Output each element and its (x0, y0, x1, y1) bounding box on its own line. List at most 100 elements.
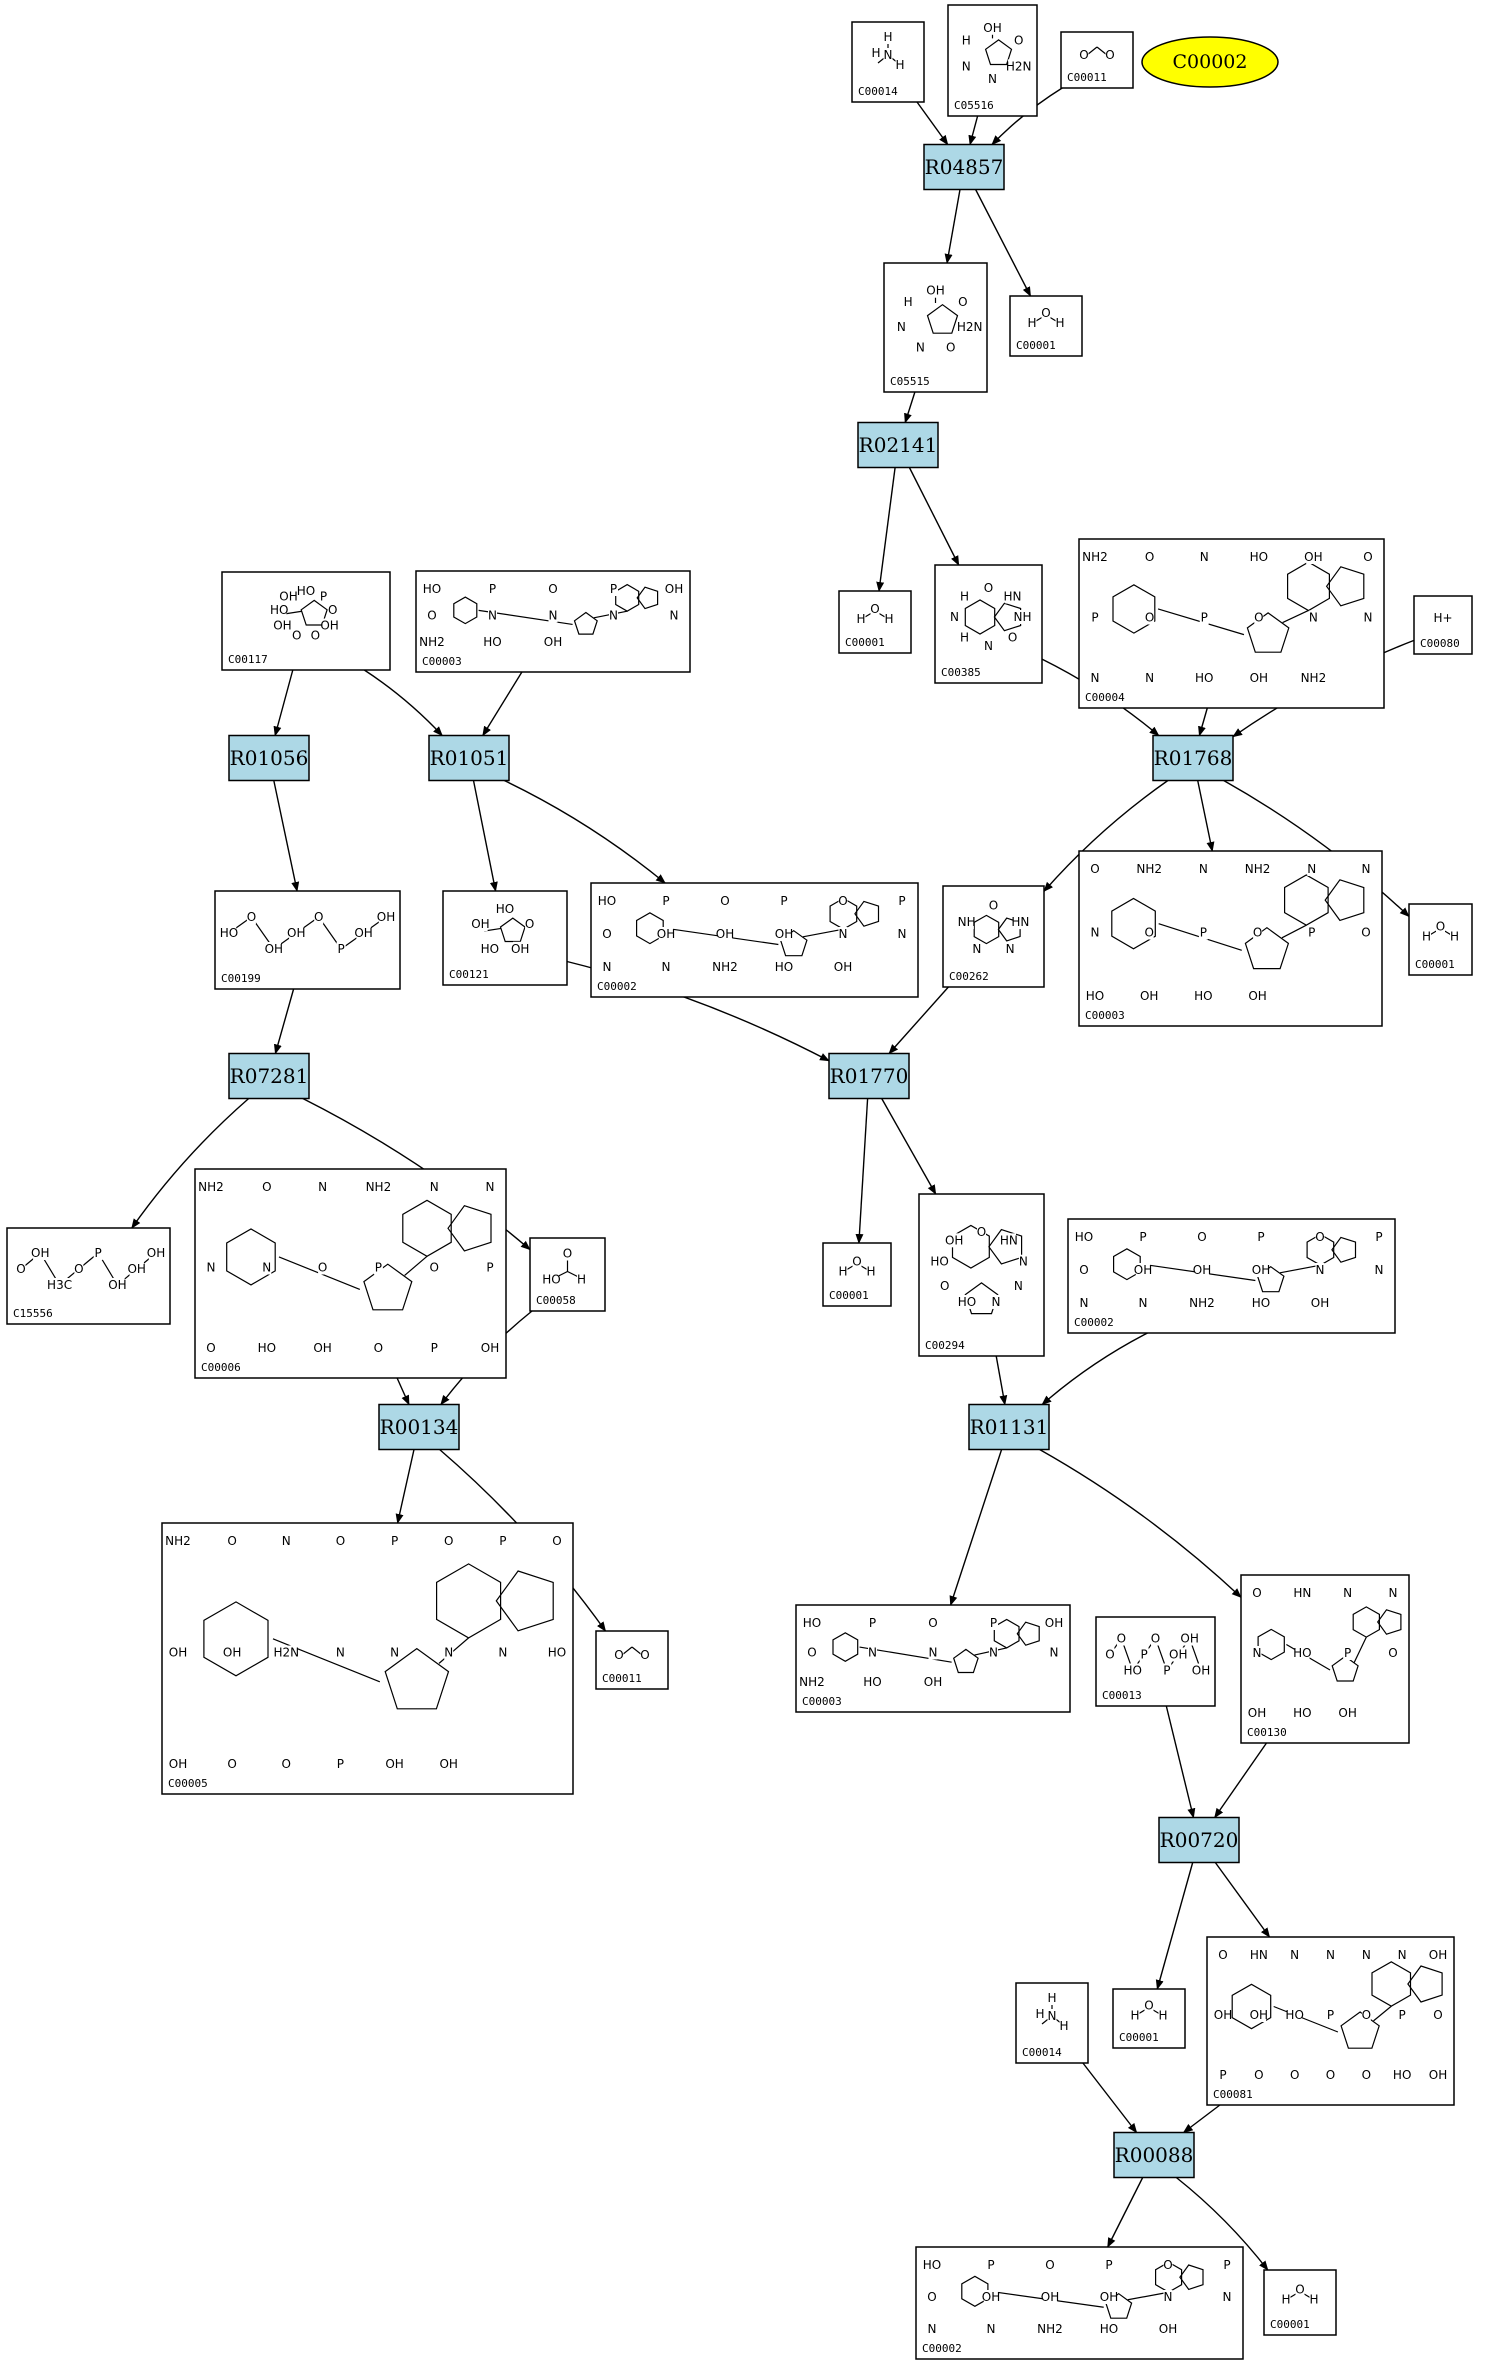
reaction-node[interactable]: R01768 (1152, 734, 1234, 782)
atom-label: N (318, 1180, 327, 1194)
atom-label: O (548, 582, 557, 596)
atom-label: P (320, 589, 327, 603)
edge-R00720-to-n_c00001e (1155, 1862, 1194, 1990)
atom-label: N (1048, 2009, 1057, 2023)
atom-label: N (928, 2322, 937, 2336)
atom-label: O (1388, 1646, 1397, 1660)
atom-label: H (1059, 2019, 1068, 2033)
atom-label: N (1091, 926, 1100, 940)
reaction-node[interactable]: R01770 (828, 1052, 910, 1100)
atom-label: OH (924, 1675, 942, 1689)
reaction-node[interactable]: R00720 (1158, 1816, 1240, 1864)
compound-id-label: C00014 (858, 85, 898, 98)
atom-label: P (869, 1616, 876, 1630)
atom-label: N (1006, 942, 1015, 956)
compound-id-label: C00005 (168, 1777, 208, 1790)
atom-label: H (1035, 2007, 1044, 2021)
atom-label: N (950, 610, 959, 624)
atom-label: P (1399, 2008, 1406, 2022)
atom-label: O (989, 899, 998, 913)
atom-label: N (262, 1261, 271, 1275)
atom-label: H (904, 295, 913, 309)
structure-drawing: HOH (1422, 919, 1459, 944)
reaction-node[interactable]: R02141 (857, 421, 939, 469)
atom-label: O (314, 910, 323, 924)
compound-id-label: C00001 (1119, 2031, 1159, 2044)
atom-label: O (1144, 1999, 1153, 2013)
atom-label: O (1295, 2283, 1304, 2297)
atom-label: H2N (1006, 59, 1032, 73)
atom-label: HO (930, 1255, 948, 1269)
atom-label: O (977, 1225, 986, 1239)
reaction-node[interactable]: R00088 (1113, 2131, 1195, 2179)
atom-label: OH (223, 1646, 241, 1660)
atom-label: P (1257, 1230, 1264, 1244)
atom-label: OH (1214, 2008, 1232, 2022)
edge-n_c00294-to-R01131 (995, 1355, 1008, 1406)
atom-label: P (486, 1261, 493, 1275)
atom-label: H2N (273, 1646, 299, 1660)
reaction-node[interactable]: R01051 (428, 734, 510, 782)
atom-label: O (946, 340, 955, 354)
reaction-node[interactable]: R01131 (968, 1403, 1050, 1451)
atom-label: O (807, 1646, 816, 1660)
atom-label: HO (496, 902, 514, 916)
edge-n_c05516-to-R04857 (968, 115, 979, 146)
compound-node[interactable]: H+C00080 (1413, 595, 1473, 655)
atom-label: HN (1011, 915, 1029, 929)
atom-label: N (1050, 1646, 1059, 1660)
reaction-node[interactable]: R04857 (923, 143, 1005, 191)
reaction-node[interactable]: R00134 (378, 1403, 460, 1451)
atom-label: H (1055, 316, 1064, 330)
atom-label: N (898, 927, 907, 941)
highlight-compound-ellipse[interactable]: C00002 (1141, 36, 1279, 88)
atom-label: H (838, 1265, 847, 1279)
atom-label: N (1307, 862, 1316, 876)
atom-label: P (431, 1341, 438, 1355)
atom-label: N (1389, 1586, 1398, 1600)
atom-label: O (563, 1247, 572, 1261)
compound-id-label: C00003 (422, 655, 462, 668)
atom-label: HO (598, 894, 616, 908)
atom-label: O (1290, 2068, 1299, 2082)
edge-R01768-to-n_c00001c (1223, 779, 1410, 918)
reaction-node[interactable]: R07281 (228, 1052, 310, 1100)
atom-label: OH (1100, 2290, 1118, 2304)
atom-label: O (247, 910, 256, 924)
reaction-node[interactable]: R01056 (228, 734, 310, 782)
